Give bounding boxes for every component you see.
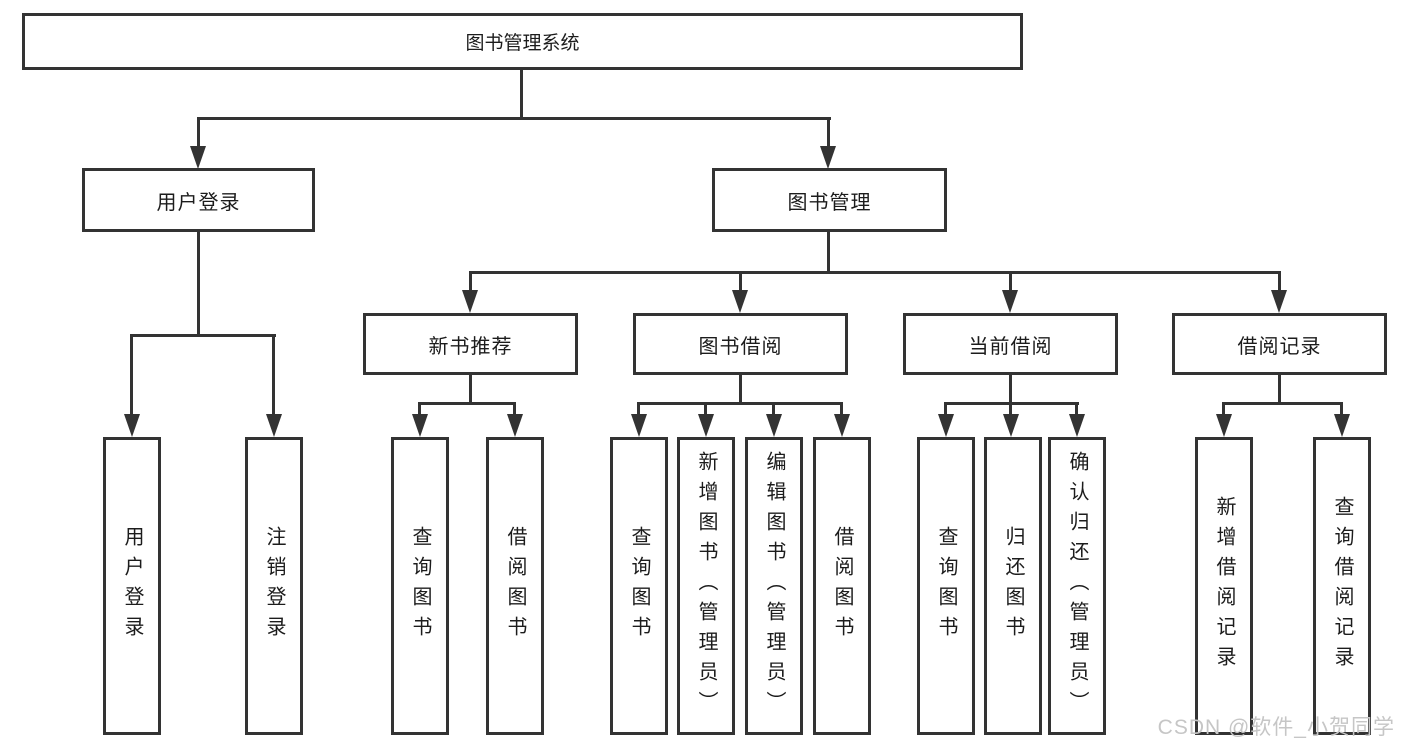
edge-borrow-split <box>637 402 843 405</box>
arrowhead-leaf-return <box>1003 414 1019 437</box>
arrowhead-leaf-borrow-1 <box>507 414 523 437</box>
node-user-login: 用户登录 <box>82 168 315 232</box>
leaf-query-book-3: 查询图书 <box>917 437 975 735</box>
arrowhead-book-borrow <box>732 290 748 313</box>
arrowhead-leaf-borrow-2 <box>834 414 850 437</box>
arrowhead-leaf-add-book <box>698 414 714 437</box>
arrowhead-leaf-query-record <box>1334 414 1350 437</box>
node-current-borrow: 当前借阅 <box>903 313 1118 375</box>
leaf-query-book-1: 查询图书 <box>391 437 449 735</box>
edge-to-current-borrow <box>1009 271 1012 292</box>
node-root-library-system: 图书管理系统 <box>22 13 1023 70</box>
leaf-add-book-admin: 新增图书（管理员） <box>677 437 735 735</box>
csdn-watermark: CSDN @软件_小贺同学 <box>1157 716 1395 739</box>
edge-recommend-split <box>418 402 516 405</box>
leaf-query-book-2: 查询图书 <box>610 437 668 735</box>
edge-to-leaf-query-3 <box>944 402 947 415</box>
edge-to-leaf-borrow-2 <box>840 402 843 415</box>
arrowhead-leaf-query-2 <box>631 414 647 437</box>
edge-to-leaf-edit-book <box>772 402 775 415</box>
edge-to-leaf-query-2 <box>637 402 640 415</box>
arrowhead-borrow-record <box>1271 290 1287 313</box>
edge-to-leaf-borrow-1 <box>513 402 516 415</box>
edge-book-mgmt-split <box>469 271 1281 274</box>
leaf-add-borrow-record: 新增借阅记录 <box>1195 437 1253 735</box>
leaf-user-login: 用户登录 <box>103 437 161 735</box>
edge-to-leaf-user-login <box>130 334 133 415</box>
edge-to-book-management <box>827 117 830 149</box>
arrowhead-leaf-user-login <box>124 414 140 437</box>
leaf-borrow-book-2: 借阅图书 <box>813 437 871 735</box>
edge-root-trunk <box>520 70 523 120</box>
node-book-management: 图书管理 <box>712 168 947 232</box>
edge-root-split <box>197 117 831 120</box>
node-new-book-recommend: 新书推荐 <box>363 313 578 375</box>
edge-user-login-trunk <box>197 232 200 337</box>
edge-to-leaf-query-record <box>1340 402 1343 415</box>
arrowhead-book-management <box>820 146 836 169</box>
edge-to-user-login <box>197 117 200 149</box>
arrowhead-leaf-logout <box>266 414 282 437</box>
leaf-return-book: 归还图书 <box>984 437 1042 735</box>
edge-to-book-borrow <box>739 271 742 292</box>
edge-to-leaf-add-book <box>704 402 707 415</box>
edge-to-leaf-add-record <box>1222 402 1225 415</box>
node-borrow-record: 借阅记录 <box>1172 313 1387 375</box>
arrowhead-current-borrow <box>1002 290 1018 313</box>
edge-recommend-trunk <box>469 375 472 405</box>
edge-current-trunk <box>1009 375 1012 405</box>
edge-to-leaf-confirm-return <box>1075 402 1078 415</box>
edge-to-leaf-return <box>1009 402 1012 415</box>
leaf-edit-book-admin: 编辑图书（管理员） <box>745 437 803 735</box>
edge-to-borrow-record <box>1278 271 1281 292</box>
leaf-borrow-book-1: 借阅图书 <box>486 437 544 735</box>
edge-to-new-book-recommend <box>469 271 472 292</box>
edge-to-leaf-logout <box>272 334 275 415</box>
arrowhead-leaf-confirm-return <box>1069 414 1085 437</box>
arrowhead-user-login <box>190 146 206 169</box>
leaf-query-borrow-record: 查询借阅记录 <box>1313 437 1371 735</box>
edge-to-leaf-query-1 <box>418 402 421 415</box>
edge-record-trunk <box>1278 375 1281 405</box>
edge-record-split <box>1222 402 1343 405</box>
leaf-confirm-return-admin: 确认归还（管理员） <box>1048 437 1106 735</box>
arrowhead-leaf-query-3 <box>938 414 954 437</box>
node-book-borrow: 图书借阅 <box>633 313 848 375</box>
arrowhead-leaf-edit-book <box>766 414 782 437</box>
edge-user-login-split <box>130 334 276 337</box>
edge-borrow-trunk <box>739 375 742 405</box>
arrowhead-leaf-add-record <box>1216 414 1232 437</box>
leaf-logout: 注销登录 <box>245 437 303 735</box>
edge-book-mgmt-trunk <box>827 232 830 274</box>
arrowhead-leaf-query-1 <box>412 414 428 437</box>
arrowhead-new-book-recommend <box>462 290 478 313</box>
